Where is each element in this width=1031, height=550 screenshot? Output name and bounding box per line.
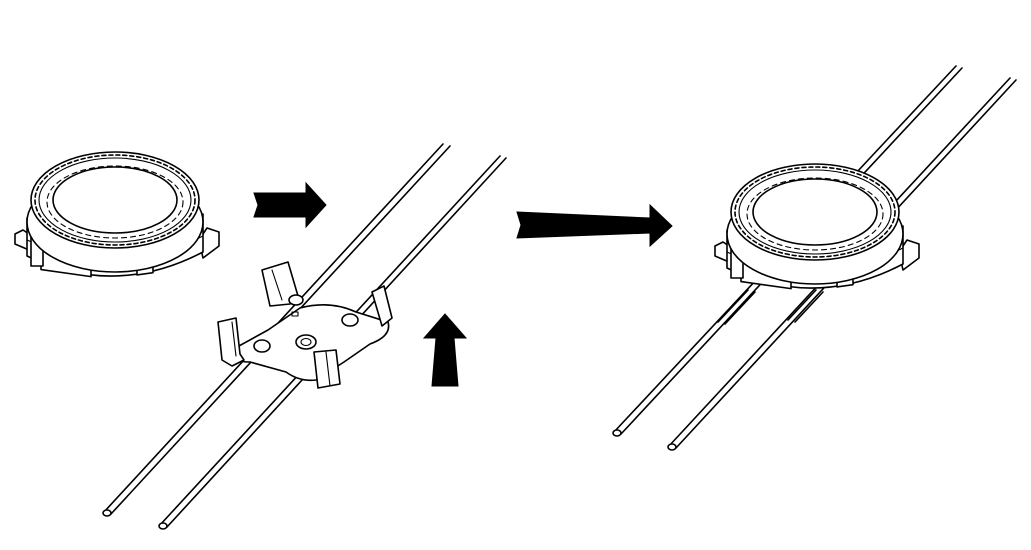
arrow-right-small xyxy=(253,181,327,229)
cable-clip-icon xyxy=(102,143,507,530)
assembled-lamp-icon xyxy=(612,65,1017,451)
lamp-unit-icon xyxy=(14,151,220,278)
arrow-up xyxy=(422,313,468,387)
arrow-right-large xyxy=(516,203,673,248)
